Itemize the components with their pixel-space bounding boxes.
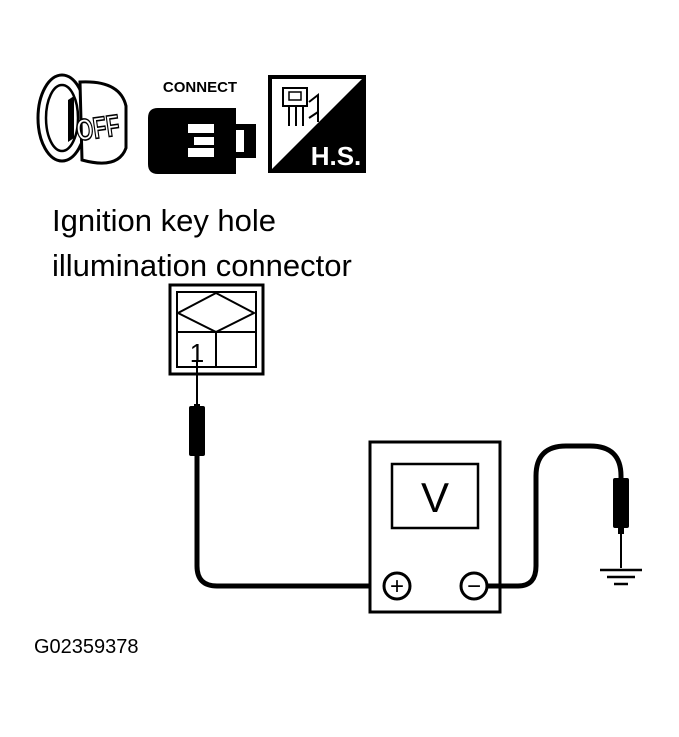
caption-line-2: illumination connector bbox=[52, 248, 352, 283]
meter-display-label: V bbox=[421, 474, 449, 521]
harness-side-label: H.S. bbox=[311, 141, 362, 171]
figure-id: G02359378 bbox=[34, 636, 139, 658]
connect-label: CONNECT bbox=[163, 79, 237, 96]
negative-terminal bbox=[459, 571, 489, 601]
negative-terminal-symbol: − bbox=[467, 573, 481, 600]
ignition-off-label: OFF bbox=[74, 108, 122, 148]
connector-connect-icon: CONNECT bbox=[148, 79, 256, 174]
harness-side-icon: H.S. bbox=[268, 75, 366, 173]
ignition-key-off-icon: OFF bbox=[36, 73, 128, 165]
positive-test-lead bbox=[189, 362, 382, 589]
positive-terminal-symbol: + bbox=[390, 573, 404, 600]
caption-line-1: Ignition key hole bbox=[52, 203, 277, 238]
illumination-connector: 1 bbox=[168, 283, 265, 376]
connector-caption: Ignition key hole illumination connector bbox=[52, 198, 352, 288]
positive-terminal bbox=[382, 571, 412, 601]
negative-test-lead bbox=[488, 443, 629, 589]
connector-pin-label: 1 bbox=[190, 338, 204, 368]
voltmeter: V + − bbox=[368, 440, 502, 614]
ground-symbol-icon bbox=[600, 568, 642, 586]
